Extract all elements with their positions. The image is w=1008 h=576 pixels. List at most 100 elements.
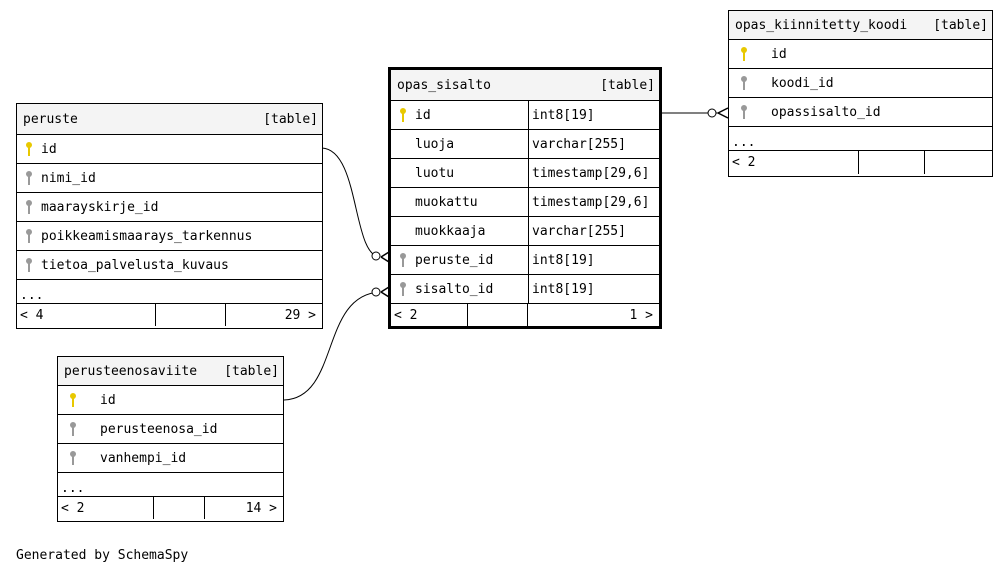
primary-key-icon: [17, 135, 41, 163]
more-columns: ...: [58, 473, 283, 497]
column-name: luoja: [415, 136, 455, 152]
table-name: opas_kiinnitetty_koodi: [735, 17, 908, 33]
column-row[interactable]: id: [17, 135, 322, 164]
parent-count[interactable]: < 2: [729, 151, 859, 174]
footer-middle: [154, 497, 205, 519]
table-header[interactable]: perusteenosaviite [table]: [58, 357, 283, 386]
foreign-key-icon: [17, 193, 41, 221]
column-name: id: [41, 141, 57, 157]
column-type: timestamp[29,6]: [528, 159, 659, 187]
link-perusteenosaviite-many-marker: [380, 286, 390, 298]
child-count[interactable]: 14 >: [245, 500, 277, 516]
column-type: timestamp[29,6]: [528, 188, 659, 216]
primary-key-icon: [729, 40, 759, 68]
primary-key-icon: [391, 101, 415, 129]
child-count[interactable]: 1 >: [629, 307, 653, 323]
table-type: [table]: [600, 77, 655, 93]
table-header[interactable]: peruste [table]: [17, 104, 322, 135]
column-name: id: [100, 392, 116, 408]
column-row[interactable]: id int8[19]: [391, 101, 659, 130]
foreign-key-icon: [58, 415, 88, 443]
link-peruste: [321, 147, 381, 258]
column-row[interactable]: id: [58, 386, 283, 415]
no-key-spacer: [391, 188, 415, 216]
foreign-key-icon: [391, 275, 415, 303]
foreign-key-icon: [17, 164, 41, 192]
column-name: id: [771, 46, 787, 62]
column-name: peruste_id: [415, 252, 494, 268]
column-row[interactable]: maarayskirje_id: [17, 193, 322, 222]
column-row[interactable]: tietoa_palvelusta_kuvaus: [17, 251, 322, 280]
footer-middle: [156, 304, 226, 326]
column-row[interactable]: luoja varchar[255]: [391, 130, 659, 159]
column-row[interactable]: poikkeamismaarays_tarkennus: [17, 222, 322, 251]
column-type: varchar[255]: [528, 217, 659, 245]
link-perusteenosaviite-optional-marker: [371, 287, 381, 297]
no-key-spacer: [391, 130, 415, 158]
link-peruste-optional-marker: [371, 251, 381, 261]
column-row[interactable]: peruste_id int8[19]: [391, 246, 659, 275]
table-name: perusteenosaviite: [64, 363, 198, 379]
column-row[interactable]: opassisalto_id: [729, 98, 992, 127]
column-name: vanhempi_id: [100, 450, 187, 466]
table-header[interactable]: opas_sisalto [table]: [391, 70, 659, 101]
column-name: muokkaaja: [415, 223, 486, 239]
column-name: tietoa_palvelusta_kuvaus: [41, 257, 229, 273]
foreign-key-icon: [58, 444, 88, 472]
link-opas-kiinnitetty-koodi-many-marker: [717, 107, 729, 119]
table-footer: < 2 1 >: [391, 304, 659, 326]
footer-middle: [859, 151, 925, 174]
primary-key-icon: [58, 386, 88, 414]
table-peruste[interactable]: peruste [table] id nimi_id maarayskirje_…: [16, 103, 323, 329]
table-type: [table]: [933, 17, 988, 33]
column-row[interactable]: perusteenosa_id: [58, 415, 283, 444]
table-opas-sisalto[interactable]: opas_sisalto [table] id int8[19] luoja v…: [388, 67, 662, 329]
column-row[interactable]: sisalto_id int8[19]: [391, 275, 659, 304]
table-name: opas_sisalto: [397, 77, 491, 93]
column-name: poikkeamismaarays_tarkennus: [41, 228, 253, 244]
link-perusteenosaviite: [283, 291, 381, 401]
parent-count[interactable]: < 2: [58, 497, 154, 519]
column-row[interactable]: muokkaaja varchar[255]: [391, 217, 659, 246]
table-footer: < 4 29 >: [17, 304, 322, 326]
column-row[interactable]: id: [729, 40, 992, 69]
column-name: nimi_id: [41, 170, 96, 186]
table-type: [table]: [263, 111, 318, 127]
table-type: [table]: [224, 363, 279, 379]
child-count[interactable]: 29 >: [284, 307, 316, 323]
column-row[interactable]: vanhempi_id: [58, 444, 283, 473]
column-name: luotu: [415, 165, 455, 181]
foreign-key-icon: [391, 246, 415, 274]
foreign-key-icon: [729, 69, 759, 97]
column-name: id: [415, 107, 431, 123]
column-row[interactable]: nimi_id: [17, 164, 322, 193]
child-count[interactable]: [925, 151, 992, 174]
column-row[interactable]: koodi_id: [729, 69, 992, 98]
column-row[interactable]: muokattu timestamp[29,6]: [391, 188, 659, 217]
column-name: maarayskirje_id: [41, 199, 159, 215]
table-name: peruste: [23, 111, 78, 127]
foreign-key-icon: [729, 98, 759, 126]
column-row[interactable]: luotu timestamp[29,6]: [391, 159, 659, 188]
parent-count[interactable]: < 4: [17, 304, 156, 326]
parent-count[interactable]: < 2: [391, 304, 468, 326]
no-key-spacer: [391, 159, 415, 187]
table-footer: < 2: [729, 151, 992, 174]
table-opas-kiinnitetty-koodi[interactable]: opas_kiinnitetty_koodi [table] id koodi_…: [728, 10, 993, 177]
no-key-spacer: [391, 217, 415, 245]
foreign-key-icon: [17, 222, 41, 250]
table-footer: < 2 14 >: [58, 497, 283, 519]
column-type: int8[19]: [528, 101, 659, 129]
foreign-key-icon: [17, 251, 41, 279]
table-perusteenosaviite[interactable]: perusteenosaviite [table] id perusteenos…: [57, 356, 284, 522]
column-name: muokattu: [415, 194, 478, 210]
column-type: int8[19]: [528, 275, 659, 303]
generated-by-text: Generated by SchemaSpy: [16, 548, 189, 563]
more-columns: ...: [17, 280, 322, 304]
more-columns: ...: [729, 127, 992, 151]
column-name: opassisalto_id: [771, 104, 881, 120]
link-peruste-many-marker: [380, 251, 390, 263]
column-name: sisalto_id: [415, 281, 494, 297]
table-header[interactable]: opas_kiinnitetty_koodi [table]: [729, 11, 992, 40]
